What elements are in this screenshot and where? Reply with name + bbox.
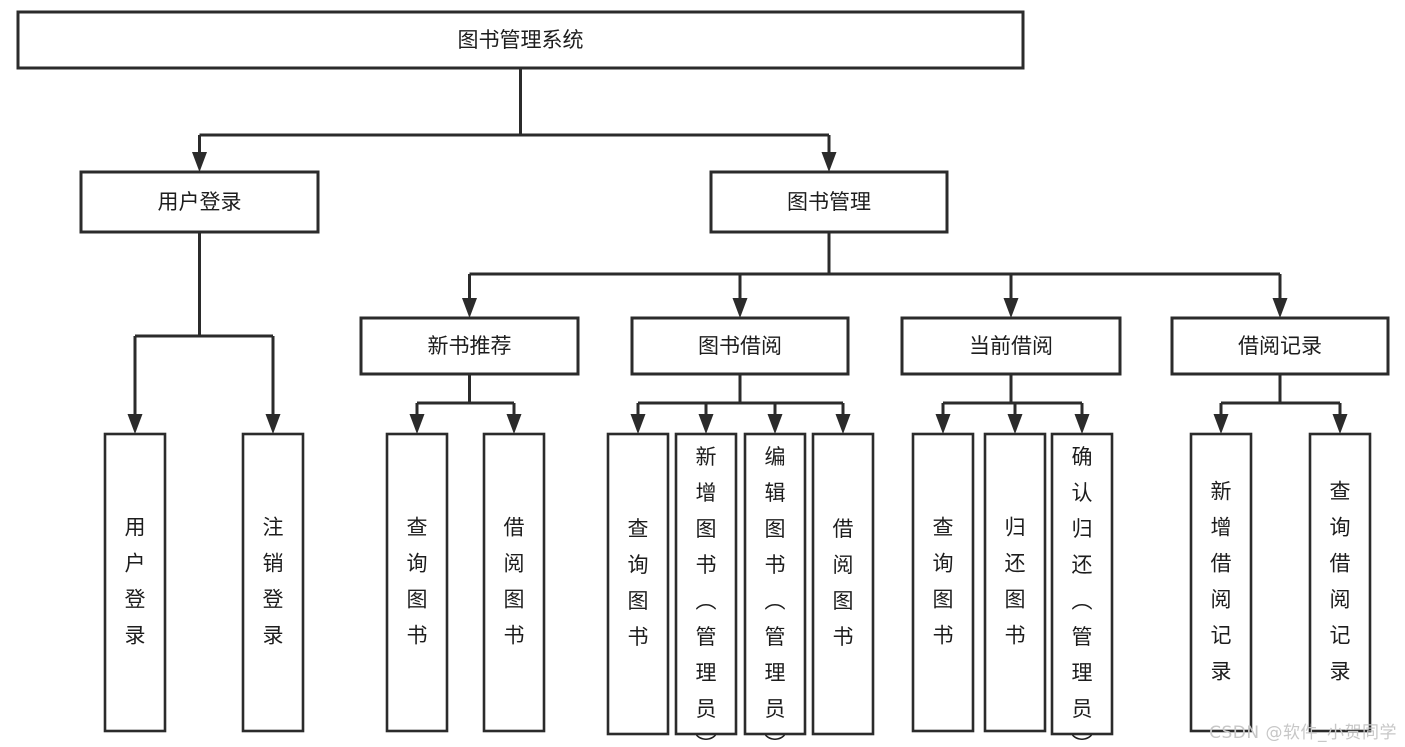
node-label: 当前借阅	[969, 334, 1053, 358]
node-label: 归还图书	[1005, 516, 1026, 648]
arrow-head-icon	[1272, 298, 1288, 318]
node-box[interactable]	[900, 316, 1122, 376]
arrow-head-icon	[1003, 298, 1019, 318]
node-label: 借阅图书	[833, 517, 854, 649]
node-box[interactable]	[16, 10, 1025, 70]
node-layer: 图书管理系统用户登录图书管理新书推荐图书借阅当前借阅借阅记录用户登录注销登录查询…	[16, 10, 1390, 747]
connector-group-book-management-children	[462, 232, 1288, 318]
node-root[interactable]: 图书管理系统	[16, 10, 1025, 70]
node-l4-return-book[interactable]: 归还图书	[983, 432, 1047, 733]
arrow-head-icon	[462, 298, 477, 318]
node-box[interactable]	[606, 432, 670, 736]
arrow-head-icon	[1074, 414, 1090, 434]
node-l4-query-book-a[interactable]: 查询图书	[385, 432, 449, 733]
arrow-head-icon	[506, 414, 522, 434]
arrow-head-icon	[630, 414, 646, 434]
node-label: 新增借阅记录	[1211, 480, 1232, 684]
csdn-watermark: CSDN @软件_小贺同学	[1209, 723, 1397, 743]
node-l4-logout[interactable]: 注销登录	[241, 432, 305, 733]
arrow-head-icon	[732, 298, 748, 318]
node-box[interactable]	[1189, 432, 1253, 733]
node-label: 新增图书︵管理员︶	[696, 445, 717, 747]
node-l4-borrow-book-a[interactable]: 借阅图书	[482, 432, 546, 733]
node-box[interactable]	[983, 432, 1047, 733]
node-label: 查询图书	[933, 516, 954, 648]
arrow-head-icon	[835, 414, 851, 434]
node-label: 查询图书	[628, 517, 649, 649]
node-label: 注销登录	[263, 516, 284, 648]
node-box[interactable]	[674, 432, 738, 736]
node-box[interactable]	[811, 432, 875, 736]
arrow-head-icon	[1007, 414, 1023, 434]
node-label: 图书管理系统	[458, 28, 584, 52]
connector-group-borrow-record-children	[1213, 374, 1348, 434]
node-l2-user[interactable]: 用户登录	[79, 170, 320, 234]
node-l3-record[interactable]: 借阅记录	[1170, 316, 1390, 376]
node-label: 编辑图书︵管理员︶	[765, 445, 786, 747]
arrow-head-icon	[698, 414, 714, 434]
node-box[interactable]	[1308, 432, 1372, 733]
arrow-head-icon	[935, 414, 951, 434]
node-l4-query-record[interactable]: 查询借阅记录	[1308, 432, 1372, 733]
node-l4-add-record[interactable]: 新增借阅记录	[1189, 432, 1253, 733]
node-box[interactable]	[911, 432, 975, 733]
node-label: 新书推荐	[428, 334, 512, 358]
node-label: 图书管理	[787, 190, 871, 214]
node-label: 查询图书	[407, 516, 428, 648]
arrow-head-icon	[821, 152, 837, 172]
arrow-head-icon	[265, 414, 281, 434]
node-l3-borrow[interactable]: 图书借阅	[630, 316, 850, 376]
node-box[interactable]	[359, 316, 580, 376]
node-box[interactable]	[79, 170, 320, 234]
node-l4-query-book-b[interactable]: 查询图书	[606, 432, 670, 736]
node-box[interactable]	[482, 432, 546, 733]
node-l3-new[interactable]: 新书推荐	[359, 316, 580, 376]
node-l2-book[interactable]: 图书管理	[709, 170, 949, 234]
node-l3-current[interactable]: 当前借阅	[900, 316, 1122, 376]
node-box[interactable]	[630, 316, 850, 376]
node-l4-confirm-return[interactable]: 确认归还︵管理员︶	[1050, 432, 1114, 747]
node-box[interactable]	[743, 432, 807, 736]
node-label: 查询借阅记录	[1330, 480, 1351, 684]
node-label: 图书借阅	[698, 334, 782, 358]
node-label: 借阅记录	[1238, 334, 1322, 358]
node-label: 用户登录	[158, 190, 242, 214]
arrow-head-icon	[192, 152, 207, 172]
node-box[interactable]	[1050, 432, 1114, 736]
node-label: 用户登录	[125, 516, 146, 648]
connector-group-root-children	[192, 68, 837, 172]
connector-group-new-book-children	[409, 374, 522, 434]
node-box[interactable]	[709, 170, 949, 234]
arrow-head-icon	[409, 414, 425, 434]
node-box[interactable]	[385, 432, 449, 733]
node-label: 借阅图书	[504, 516, 525, 648]
edge-layer	[127, 68, 1348, 434]
node-box[interactable]	[241, 432, 305, 733]
connector-group-book-borrow-children	[630, 374, 851, 434]
node-l4-login[interactable]: 用户登录	[103, 432, 167, 733]
arrow-head-icon	[1213, 414, 1229, 434]
arrow-head-icon	[767, 414, 783, 434]
node-box[interactable]	[103, 432, 167, 733]
node-l4-add-book[interactable]: 新增图书︵管理员︶	[674, 432, 738, 747]
connector-group-current-borrow-children	[935, 374, 1090, 434]
connector-group-user-login-children	[127, 232, 281, 434]
node-label: 确认归还︵管理员︶	[1072, 445, 1093, 747]
arrow-head-icon	[1332, 414, 1348, 434]
arrow-head-icon	[127, 414, 143, 434]
node-l4-query-book-c[interactable]: 查询图书	[911, 432, 975, 733]
node-box[interactable]	[1170, 316, 1390, 376]
node-l4-edit-book[interactable]: 编辑图书︵管理员︶	[743, 432, 807, 747]
node-l4-borrow-book-b[interactable]: 借阅图书	[811, 432, 875, 736]
